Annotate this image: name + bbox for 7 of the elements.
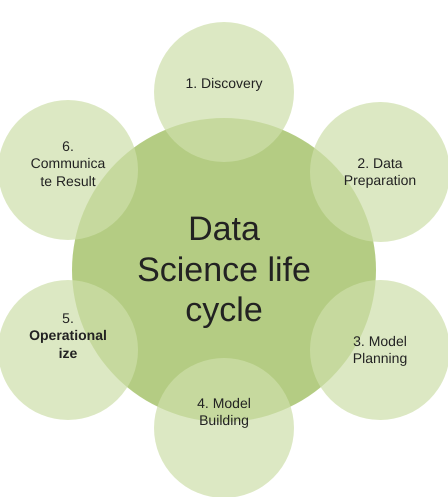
stage-label: 2. Data Preparation xyxy=(342,154,418,190)
stage-label: 6. Communica te Result xyxy=(30,138,106,190)
stage-label: 3. Model Planning xyxy=(352,332,408,368)
stage-label: 4. Model Building xyxy=(196,394,252,430)
stage-label: 1. Discovery xyxy=(184,75,264,93)
stage-label: 5. Operational ize xyxy=(28,310,108,362)
center-title: Data Science life cycle xyxy=(136,208,312,332)
